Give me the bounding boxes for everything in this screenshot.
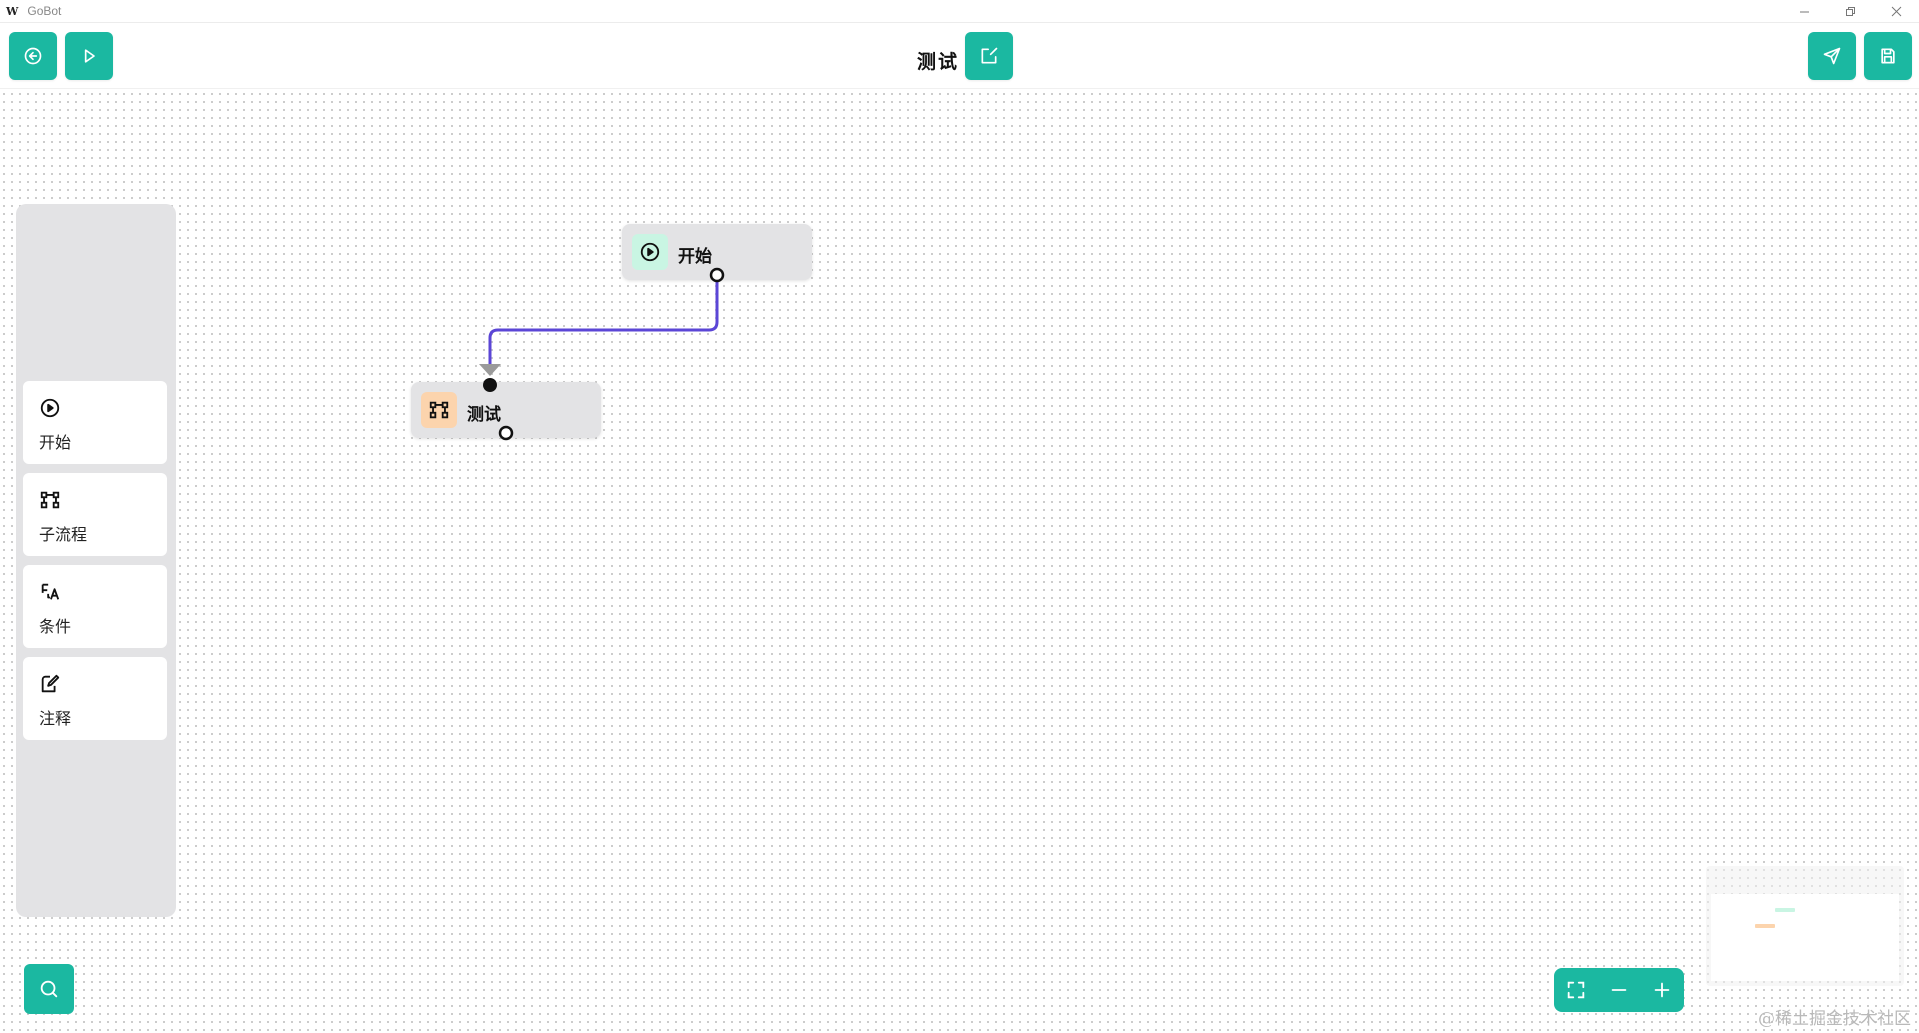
publish-button[interactable] — [1808, 32, 1856, 80]
restore-button[interactable] — [1827, 0, 1873, 23]
back-icon — [24, 47, 42, 65]
close-button[interactable] — [1873, 0, 1919, 23]
minimap-viewport — [1711, 894, 1899, 981]
zoom-out-button[interactable] — [1597, 968, 1641, 1012]
edit-icon — [981, 47, 998, 64]
window-titlebar: W GoBot — [0, 0, 1919, 23]
edit-title-button[interactable] — [965, 32, 1013, 80]
flow-canvas[interactable] — [0, 90, 1919, 1033]
node-icon-box — [421, 392, 457, 428]
minimize-icon — [1799, 11, 1809, 13]
fullscreen-icon — [1567, 981, 1585, 999]
app-title: GoBot — [27, 4, 62, 18]
restore-icon — [1845, 7, 1855, 16]
palette-item-label: 条件 — [39, 619, 72, 636]
node-palette: 开始 子流程 条件 注释 — [16, 204, 176, 917]
search-icon — [40, 980, 58, 998]
run-icon — [84, 49, 95, 63]
palette-item-label: 开始 — [39, 435, 72, 452]
minimize-button[interactable] — [1781, 0, 1827, 23]
subflow-icon — [429, 401, 449, 419]
fit-view-button[interactable] — [1554, 968, 1598, 1012]
close-icon — [1891, 6, 1901, 17]
palette-item-condition[interactable]: 条件 — [23, 565, 167, 648]
window-controls — [1781, 0, 1919, 23]
node-icon-box — [632, 234, 668, 270]
send-icon — [1823, 47, 1841, 65]
flow-title: 测试 — [917, 51, 960, 73]
minimap[interactable] — [1706, 866, 1904, 986]
node-label: 开始 — [678, 247, 712, 266]
minus-icon — [1611, 989, 1627, 991]
back-button[interactable] — [9, 32, 57, 80]
minimap-node-test — [1755, 924, 1775, 928]
subflow-icon — [40, 491, 60, 509]
minimap-node-start — [1775, 908, 1795, 912]
watermark: @稀土掘金技术社区 — [1758, 1009, 1911, 1029]
app-logo: W — [6, 4, 19, 18]
plus-icon — [1654, 982, 1670, 998]
play-circle-icon — [640, 242, 660, 262]
palette-item-note[interactable]: 注释 — [23, 657, 167, 740]
save-button[interactable] — [1864, 32, 1912, 80]
node-label: 测试 — [467, 405, 501, 424]
save-icon — [1881, 48, 1895, 64]
search-button[interactable] — [24, 964, 74, 1014]
note-icon — [41, 674, 60, 693]
palette-item-subflow[interactable]: 子流程 — [23, 473, 167, 556]
top-toolbar — [0, 23, 1919, 89]
play-circle-icon — [40, 398, 60, 418]
zoom-in-button[interactable] — [1640, 968, 1684, 1012]
node-test[interactable]: 测试 — [411, 382, 601, 438]
node-start[interactable]: 开始 — [622, 224, 812, 280]
palette-item-start[interactable]: 开始 — [23, 381, 167, 464]
condition-icon — [41, 583, 60, 600]
palette-item-label: 注释 — [39, 711, 72, 728]
run-button[interactable] — [65, 32, 113, 80]
palette-item-label: 子流程 — [39, 527, 88, 544]
